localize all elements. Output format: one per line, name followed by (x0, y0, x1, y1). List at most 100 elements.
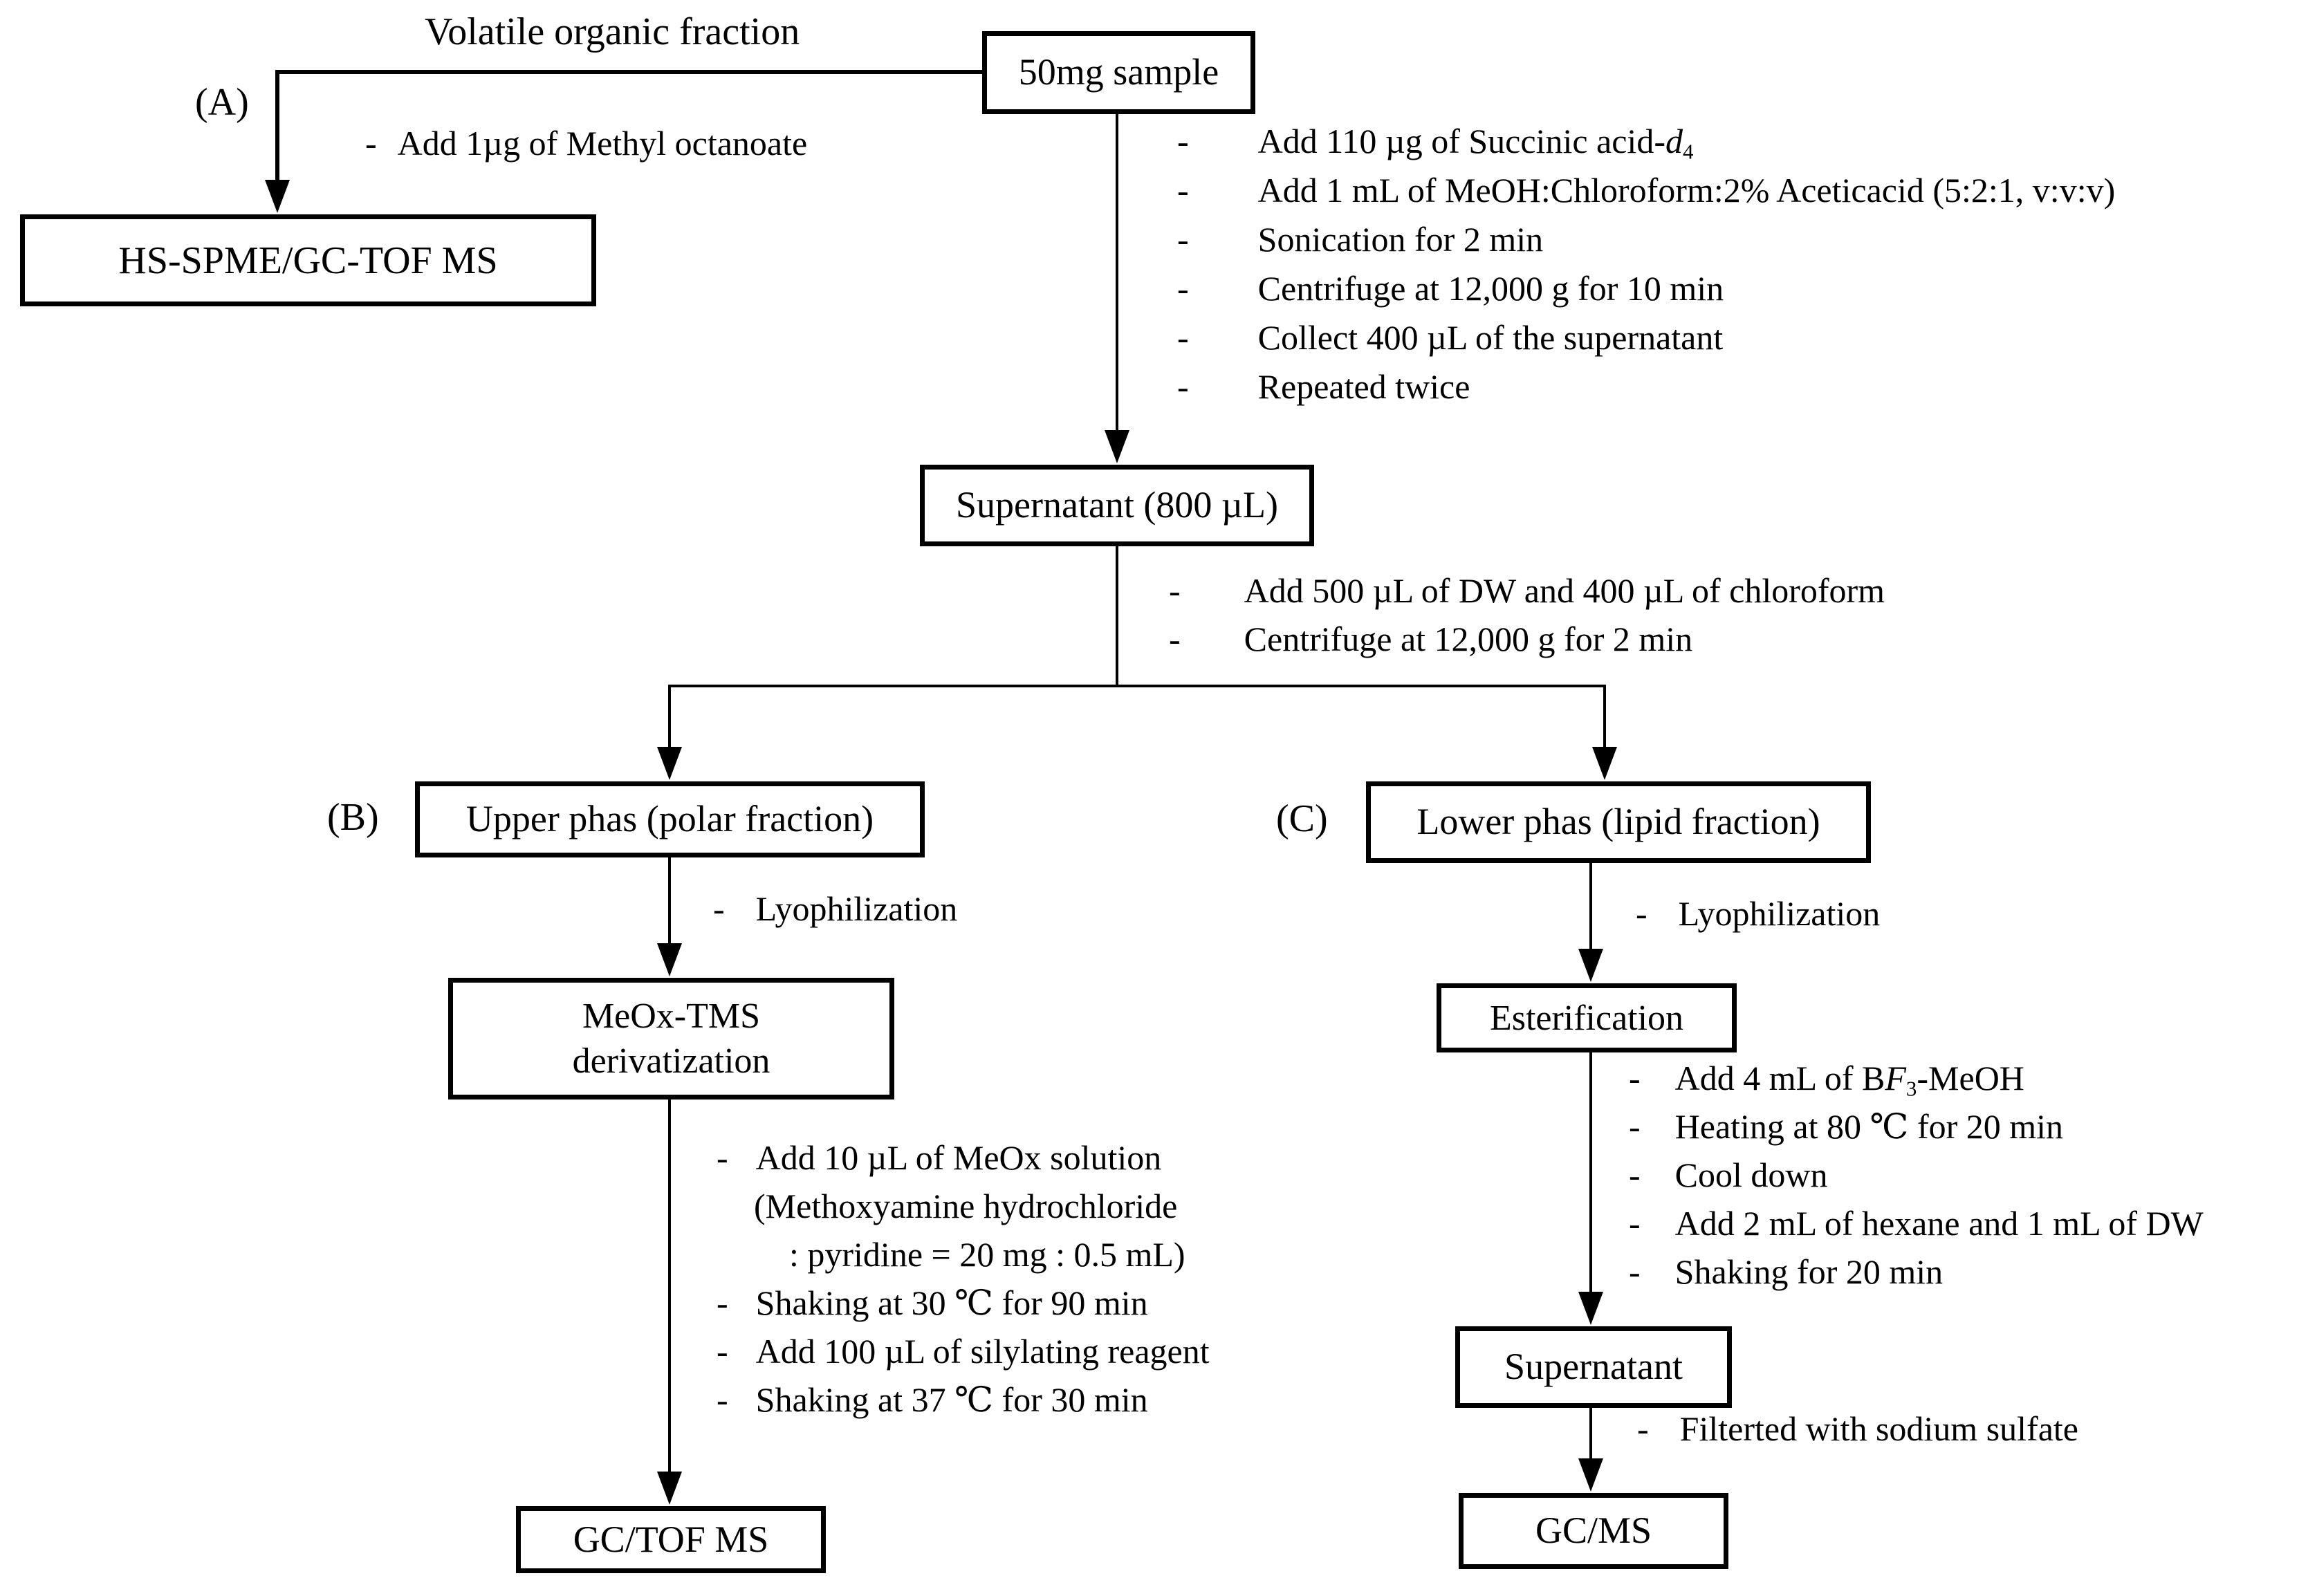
bullet-dash: - (1629, 1107, 1641, 1146)
lipid-step-1-italic: F (1885, 1059, 1906, 1097)
sample-step-3: - Sonication for 2 min (1177, 221, 1543, 259)
bullet-dash: - (1637, 1409, 1649, 1448)
arrowhead-into-hs-spme (265, 180, 290, 213)
node-esterification-text: Esterification (1489, 998, 1684, 1038)
node-gc-ms: GC/MS (1459, 1493, 1728, 1569)
node-lower-phase-text: Lower phas (lipid fraction) (1416, 801, 1820, 843)
supernatant-step-1-text: Add 500 µL of DW and 400 µL of chlorofor… (1244, 571, 1885, 610)
node-supernatant-2: Supernatant (1455, 1326, 1732, 1408)
polar-step-1-text: Add 10 µL of MeOx solution (755, 1138, 1162, 1177)
arrowhead-into-esterification (1578, 949, 1603, 982)
lipid-step-3: - Cool down (1629, 1156, 1828, 1194)
bullet-dash: - (1169, 620, 1181, 658)
lipid-step-5: - Shaking for 20 min (1629, 1253, 1943, 1291)
bullet-dash: - (1629, 1252, 1641, 1291)
branch-b-label: (B) (327, 796, 379, 839)
branch-a-note: - Add 1µg of Methyl octanoate (365, 124, 807, 163)
bullet-dash: - (717, 1283, 728, 1322)
arrowhead-into-supernatant-2 (1578, 1292, 1603, 1325)
branch-b-lyophilization-text: Lyophilization (755, 889, 958, 928)
node-upper-phase: Upper phas (polar fraction) (415, 781, 925, 857)
bullet-dash: - (717, 1138, 728, 1177)
bullet-dash: - (365, 124, 377, 163)
sample-step-6: - Repeated twice (1177, 368, 1470, 406)
bullet-dash: - (713, 889, 725, 928)
node-upper-phase-text: Upper phas (polar fraction) (465, 798, 874, 840)
arrowhead-into-supernatant-800 (1105, 430, 1129, 463)
lipid-step-2: - Heating at 80 ℃ for 20 min (1629, 1108, 2063, 1146)
branch-c-lyophilization-note: - Lyophilization (1636, 895, 1880, 933)
sample-step-4-text: Centrifuge at 12,000 g for 10 min (1257, 269, 1724, 308)
sample-step-2-text: Add 1 mL of MeOH:Chloroform:2% Aceticaci… (1257, 171, 2116, 210)
bullet-dash: - (717, 1380, 728, 1419)
polar-step-1-cont2: : pyridine = 20 mg : 0.5 mL) (789, 1235, 1185, 1274)
polar-step-3: - Add 100 µL of silylating reagent (717, 1333, 1210, 1371)
supernatant-step-2: - Centrifuge at 12,000 g for 2 min (1169, 620, 1692, 658)
arrowhead-into-gc-ms (1578, 1458, 1603, 1492)
lipid-step-3-text: Cool down (1674, 1156, 1828, 1194)
polar-step-1: - Add 10 µL of MeOx solution (717, 1139, 1161, 1177)
connector-esterification-to-supernatant2 (1589, 1051, 1592, 1295)
node-gc-tof-ms: GC/TOF MS (516, 1506, 826, 1573)
arrowhead-into-meox (657, 943, 682, 976)
node-sample: 50mg sample (982, 31, 1255, 114)
bullet-dash: - (717, 1332, 728, 1371)
connector-meox-to-gctofms (668, 1098, 671, 1473)
lipid-step-1: - Add 4 mL of BF3-MeOH (1629, 1059, 2024, 1101)
bullet-dash: - (1177, 367, 1189, 406)
node-hs-spme-gc-tof-ms: HS-SPME/GC-TOF MS (20, 214, 596, 306)
polar-step-4: - Shaking at 37 ℃ for 30 min (717, 1381, 1148, 1419)
bullet-dash: - (1629, 1059, 1641, 1097)
node-sample-text: 50mg sample (1018, 51, 1219, 93)
branch-c-lyophilization-text: Lyophilization (1678, 894, 1881, 933)
polar-step-2-text: Shaking at 30 ℃ for 90 min (755, 1283, 1148, 1322)
supernatant-step-1: - Add 500 µL of DW and 400 µL of chlorof… (1169, 572, 1885, 610)
node-lower-phase: Lower phas (lipid fraction) (1366, 781, 1871, 863)
arrowhead-into-lower-phase (1592, 747, 1617, 780)
branch-b-lyophilization-note: - Lyophilization (713, 890, 957, 928)
node-supernatant-800: Supernatant (800 µL) (920, 465, 1314, 546)
sample-step-3-text: Sonication for 2 min (1257, 220, 1544, 259)
node-supernatant-2-text: Supernatant (1504, 1346, 1683, 1388)
filter-note: - Filterted with sodium sulfate (1637, 1410, 2078, 1448)
bullet-dash: - (1629, 1204, 1641, 1243)
polar-step-1-cont1: (Methoxyamine hydrochloride (754, 1187, 1178, 1225)
polar-step-2: - Shaking at 30 ℃ for 90 min (717, 1284, 1148, 1322)
sample-step-5: - Collect 400 µL of the supernatant (1177, 319, 1723, 357)
node-esterification: Esterification (1437, 983, 1737, 1052)
bullet-dash: - (1177, 220, 1189, 259)
lipid-step-1-subscript: 3 (1905, 1076, 1917, 1101)
connector-split-horizontal (668, 685, 1606, 687)
bullet-dash: - (1177, 318, 1189, 357)
connector-supernatant2-to-gcms (1589, 1407, 1592, 1460)
bullet-dash: - (1177, 171, 1189, 210)
connector-sample-to-supernatant (1116, 113, 1118, 434)
node-gc-ms-text: GC/MS (1535, 1510, 1652, 1552)
bullet-dash: - (1177, 122, 1189, 160)
bullet-dash: - (1169, 571, 1181, 610)
lipid-step-5-text: Shaking for 20 min (1674, 1252, 1944, 1291)
bullet-dash: - (1177, 269, 1189, 308)
polar-step-3-text: Add 100 µL of silylating reagent (755, 1332, 1210, 1371)
sample-step-2: - Add 1 mL of MeOH:Chloroform:2% Acetica… (1177, 171, 2115, 210)
sample-step-4: - Centrifuge at 12,000 g for 10 min (1177, 270, 1724, 308)
connector-sample-to-branch-a (275, 70, 984, 74)
connector-split-to-lower (1603, 685, 1606, 752)
node-gc-tof-ms-text: GC/TOF MS (573, 1518, 769, 1560)
filter-note-text: Filterted with sodium sulfate (1679, 1409, 2078, 1448)
node-hs-spme-text: HS-SPME/GC-TOF MS (118, 239, 498, 282)
bullet-dash: - (1629, 1156, 1641, 1194)
connector-supernatant-to-split (1116, 545, 1118, 686)
sample-step-1-subscript: 4 (1682, 139, 1694, 164)
node-supernatant-800-text: Supernatant (800 µL) (956, 484, 1278, 526)
lipid-step-1-text: Add 4 mL of BF3-MeOH (1674, 1059, 2024, 1101)
arrowhead-into-upper-phase (657, 747, 682, 780)
connector-branch-a-down (275, 70, 279, 181)
polar-step-4-text: Shaking at 37 ℃ for 30 min (755, 1380, 1148, 1419)
node-meox-tms-derivatization: MeOx-TMS derivatization (448, 978, 894, 1099)
bullet-dash: - (1636, 894, 1647, 933)
sample-step-1-italic: d (1665, 122, 1683, 160)
connector-split-to-upper (668, 685, 671, 752)
node-meox-line1: MeOx-TMS (582, 996, 761, 1036)
